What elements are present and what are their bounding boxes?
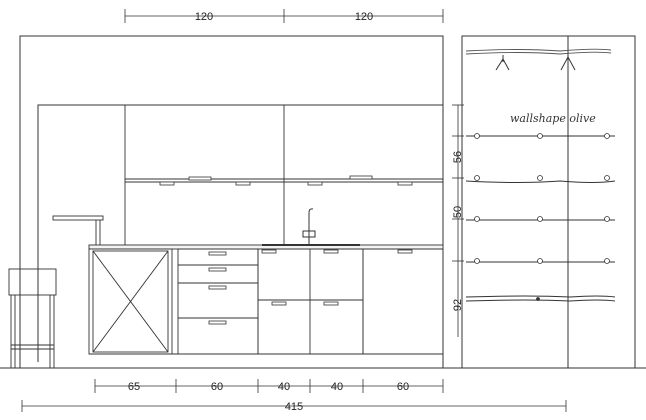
total-dimension-label: 415 [285,401,303,413]
shelf-dimension-label-2: 50 [452,206,464,218]
lighting-bar [465,48,612,55]
bottom-dimension-line [94,379,444,393]
base-cabinet-handles [261,249,413,306]
bottom-dimension-label-1: 65 [128,381,140,393]
side-shelving-unit [461,35,636,369]
base-cabinets [257,248,444,355]
shelf-dimension-label-3: 92 [452,299,464,311]
drawer-handles [208,251,227,325]
handwritten-note: wallshape olive [510,112,596,125]
spotlight-icon [495,54,576,71]
top-dimension-line [124,9,444,23]
upper-cabinets [124,105,443,245]
bar-table [52,215,104,248]
shelf-pins [474,133,610,301]
back-wall-outline [19,35,444,368]
total-dimension-line [21,400,567,412]
bottom-dimension-label-3: 40 [278,381,290,393]
top-dimension-label-2: 120 [355,11,373,23]
drawer-unit [177,248,259,355]
wine-rack-cabinet [88,248,173,355]
bottom-dimension-label-4: 40 [331,381,343,393]
top-dimension-label-1: 120 [195,11,213,23]
shelf-dimension-line [452,104,464,337]
floor-line [0,353,646,369]
faucet [262,208,360,246]
bottom-dimension-label-2: 60 [211,381,223,393]
bar-stool [8,268,57,368]
upper-cabinet-handles [159,175,413,186]
shelf-dimension-label-1: 56 [452,151,464,163]
bottom-dimension-label-5: 60 [397,381,409,393]
